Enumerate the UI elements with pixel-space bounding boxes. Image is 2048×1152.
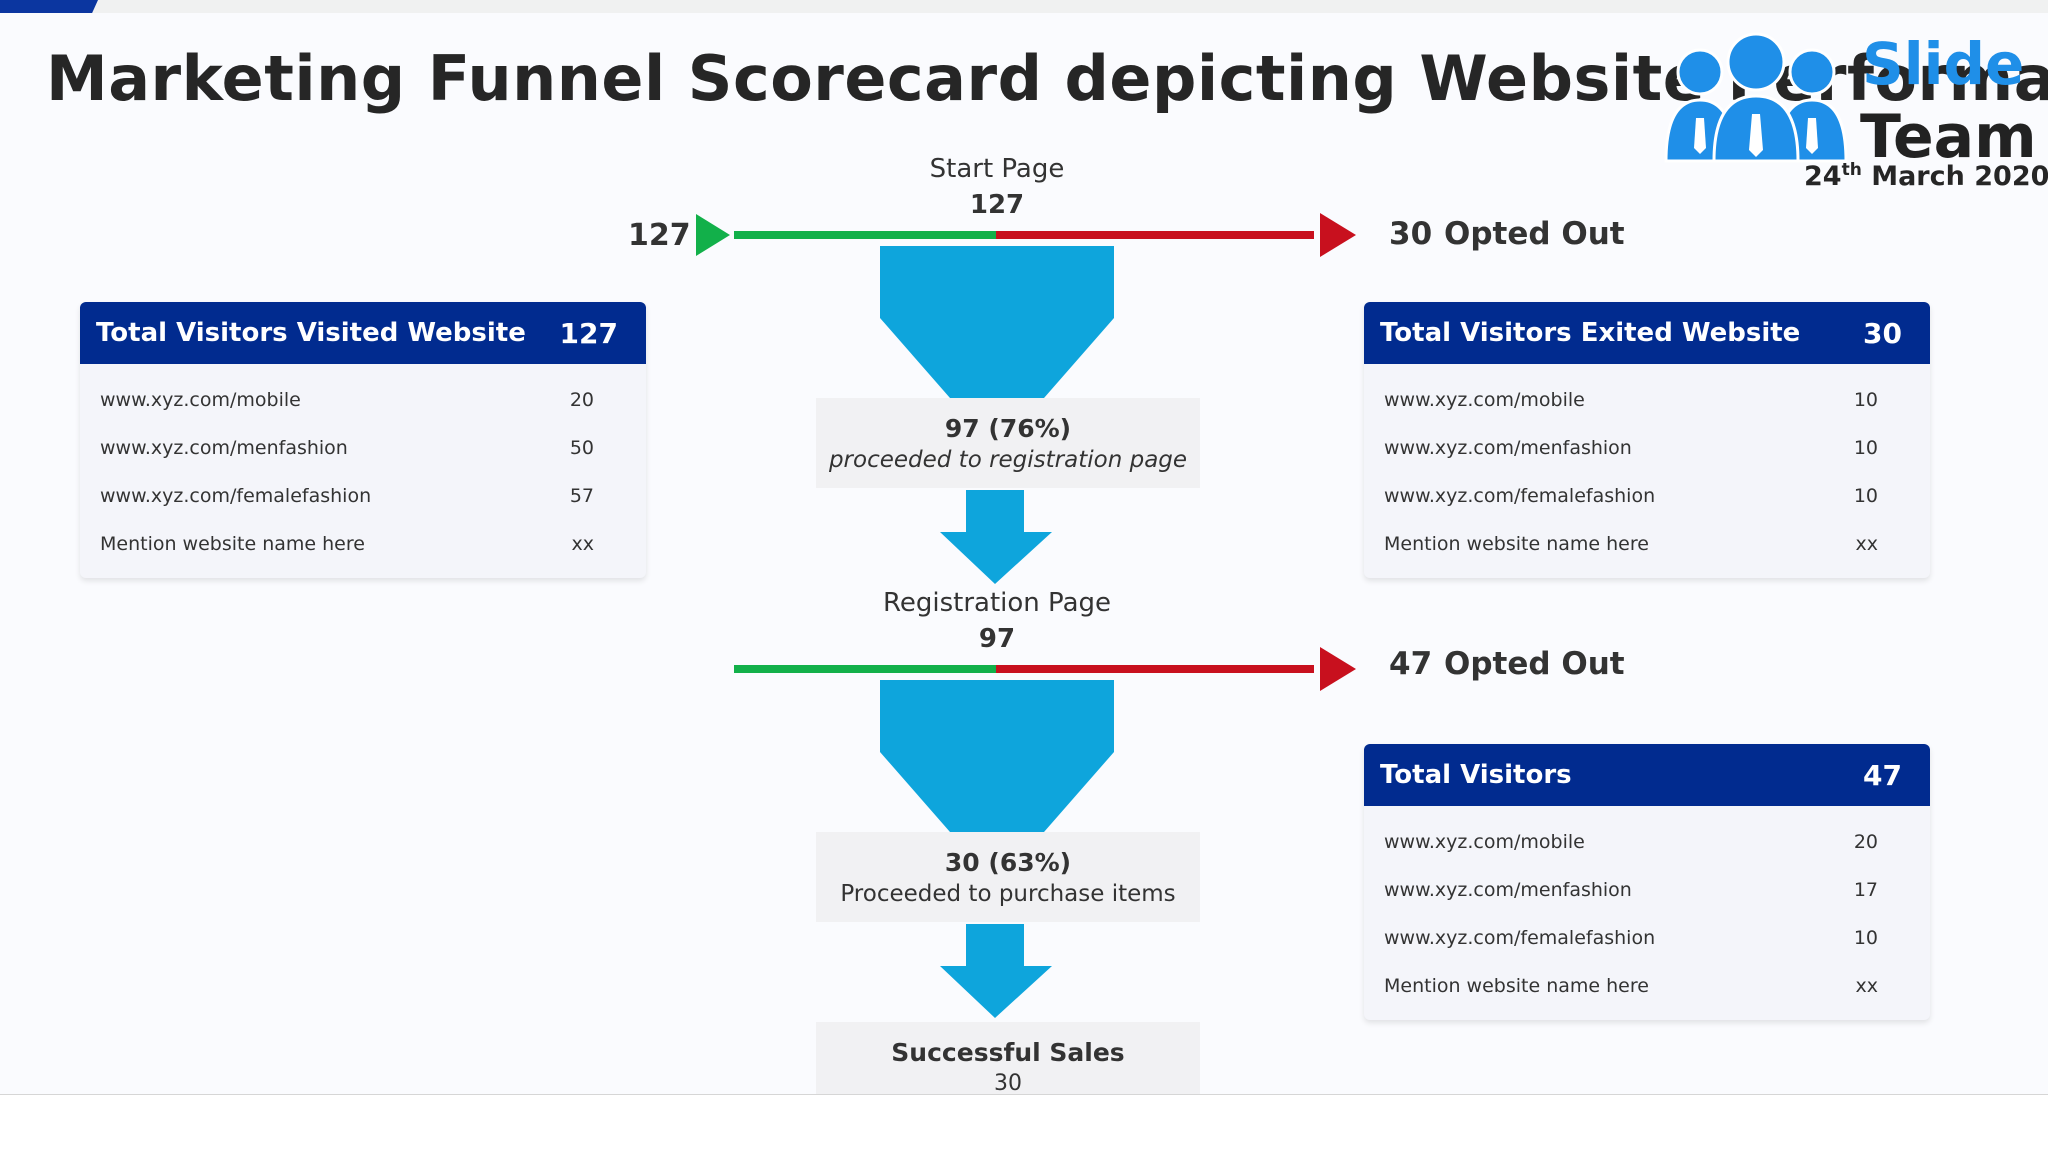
funnel-shape-2 (880, 680, 1114, 832)
card-title: Total Visitors (1380, 760, 1572, 790)
flow-line-out-1 (996, 231, 1314, 239)
top-bar-accent (0, 0, 98, 13)
step2-box: 30 (63%) Proceeded to purchase items (816, 832, 1200, 922)
down-arrow-2 (940, 924, 1052, 1018)
step1-text: proceeded to registration page (828, 446, 1188, 473)
final-box: Successful Sales 30 (816, 1022, 1200, 1094)
stage1-optout-value: 30 (1389, 216, 1433, 252)
green-triangle-arrow-icon (696, 214, 730, 256)
date-label: 24th March 2020 (1804, 160, 2048, 192)
card-header: Total Visitors Exited Website 30 (1364, 302, 1930, 364)
final-value: 30 (994, 1071, 1022, 1094)
slideteam-logo: Slide Team (1662, 26, 2037, 172)
step2-text: Proceeded to purchase items (840, 880, 1176, 907)
stage2-value: 97 (978, 624, 1016, 654)
card-total: 30 (1863, 316, 1902, 350)
slide-canvas: Marketing Funnel Scorecard depicting Web… (0, 0, 2048, 1094)
flow-line-in-2 (734, 665, 996, 673)
stage1-label: Start Page (929, 154, 1065, 184)
final-label: Successful Sales (891, 1038, 1125, 1067)
step2-value: 30 (63%) (944, 847, 1072, 877)
flow-line-in-1 (734, 231, 996, 239)
red-triangle-arrow-icon (1320, 213, 1356, 257)
stage1-value: 127 (969, 190, 1025, 220)
stage2-optout-label: Opted Out (1444, 646, 1625, 682)
card-title: Total Visitors Exited Website (1380, 318, 1801, 348)
top-bar (0, 0, 2048, 13)
stage2-label: Registration Page (883, 588, 1111, 618)
people-group-icon (1664, 32, 1848, 163)
down-arrow-1 (940, 490, 1052, 584)
funnel-shape-1 (880, 246, 1114, 398)
flow-line-out-2 (996, 665, 1314, 673)
funnel-graphics (696, 213, 1356, 1018)
card-visited-website: Total Visitors Visited Website 127 www.x… (80, 302, 646, 578)
card-total: 127 (559, 316, 618, 350)
stage2-optout-value: 47 (1389, 646, 1433, 682)
logo-text-team: Team (1860, 102, 2037, 172)
stage1-entering-value: 127 (628, 218, 691, 253)
stage1-optout-label: Opted Out (1444, 216, 1625, 252)
card-header: Total Visitors 47 (1364, 744, 1930, 806)
slide-bottom-border (0, 1094, 2048, 1095)
step1-value: 97 (76%) (944, 413, 1072, 443)
card-exited-website: Total Visitors Exited Website 30 www.xyz… (1364, 302, 1930, 578)
step1-box: 97 (76%) proceeded to registration page (816, 398, 1200, 488)
card-title: Total Visitors Visited Website (96, 318, 526, 348)
card-total: 47 (1863, 758, 1902, 792)
card-header: Total Visitors Visited Website 127 (80, 302, 646, 364)
logo-text-slide: Slide (1862, 30, 2025, 98)
red-triangle-arrow-icon (1320, 647, 1356, 691)
